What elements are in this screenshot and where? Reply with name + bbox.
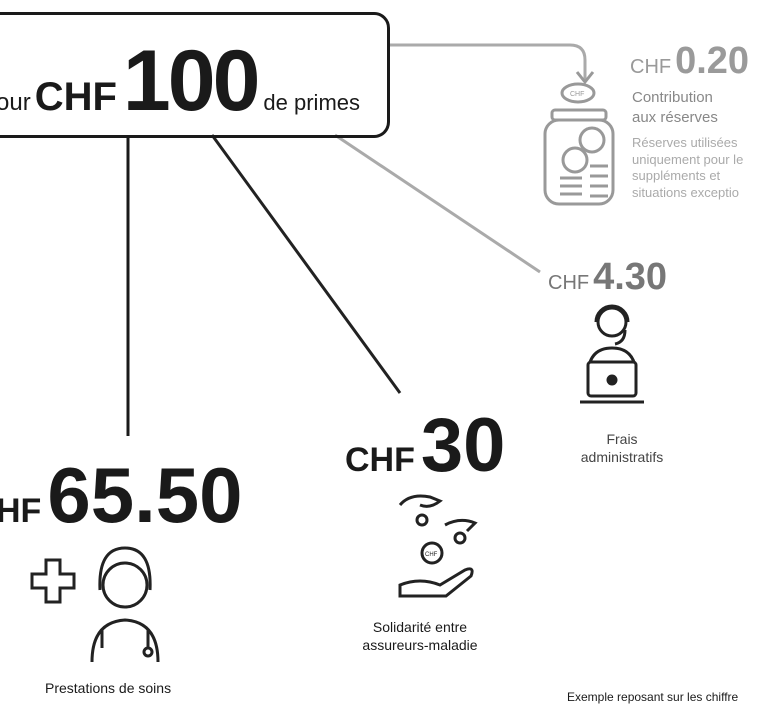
line-to-admin [334, 133, 541, 274]
solidarity-amount: CHF 30 [345, 408, 505, 484]
label-line: Frais [606, 431, 638, 447]
nurse-icon [90, 546, 160, 663]
footnote: Exemple reposant sur les chiffre [567, 690, 739, 704]
amount: 100 [122, 33, 260, 129]
label-line: assureurs-maladie [362, 637, 478, 653]
suffix: de primes [263, 90, 360, 115]
amount: 4.30 [593, 256, 668, 298]
reserves-amount: CHF 0.20 [630, 40, 749, 83]
reserves-description: Réserves utilisées uniquement pour le su… [632, 135, 743, 201]
desc-line: uniquement pour le [632, 151, 744, 167]
label-line: administratifs [580, 449, 664, 465]
title-line: aux réserves [632, 109, 718, 126]
solidarity-hands-icon [398, 494, 478, 598]
label-line: Solidarité entre [372, 619, 468, 635]
jar-coin-label: CHF [570, 91, 584, 98]
amount: 0.20 [675, 40, 750, 82]
care-label: Prestations de soins [45, 680, 172, 696]
line-to-solidarity [210, 134, 402, 394]
desc-line: Réserves utilisées [632, 135, 738, 150]
currency: HF [0, 492, 42, 530]
solidarity-label: Solidarité entre assureurs-maladie [350, 618, 490, 654]
hands-coin-label: CHF [425, 552, 438, 558]
support-agent-icon [580, 304, 644, 404]
care-amount: HF 65.50 [0, 455, 243, 535]
reserve-jar-icon [543, 82, 615, 206]
desc-line: suppléments et [632, 168, 721, 183]
desc-line: situations exceptio [632, 184, 739, 200]
prefix: our [0, 89, 31, 116]
reserves-title: Contribution aux réserves [632, 88, 718, 128]
amount: 65.50 [47, 451, 243, 539]
amount: 30 [420, 403, 506, 488]
medical-cross-icon [30, 558, 76, 604]
currency: CHF [34, 75, 117, 119]
currency: CHF [548, 272, 590, 294]
currency: CHF [345, 441, 415, 479]
arrow-to-reserves [388, 43, 587, 80]
total-premium-heading: our CHF 100 de primes [0, 38, 360, 124]
total-premium-box [0, 12, 390, 138]
currency: CHF [630, 56, 672, 78]
admin-label: Frais administratifs [570, 430, 674, 466]
title-line: Contribution [632, 89, 713, 106]
admin-amount: CHF 4.30 [548, 256, 667, 299]
